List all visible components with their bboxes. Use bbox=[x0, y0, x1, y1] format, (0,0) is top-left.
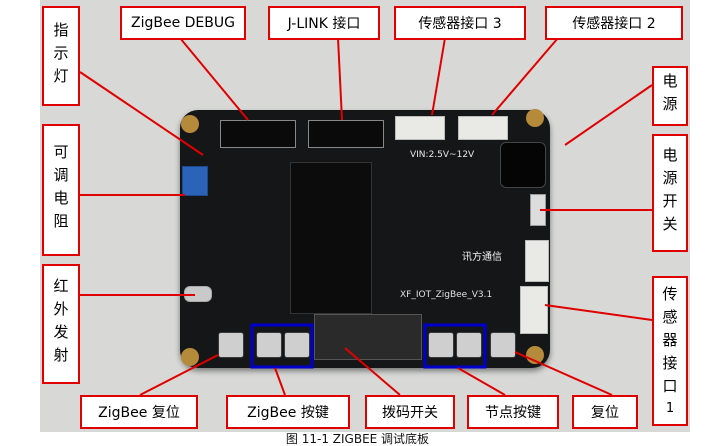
line-dip bbox=[344, 347, 401, 396]
dip-switch-bank bbox=[314, 314, 422, 360]
line-zigbee-debug bbox=[179, 37, 249, 121]
label-sensor3: 传感器接口 3 bbox=[394, 6, 526, 40]
line-sensor3 bbox=[431, 37, 446, 116]
node-key-2 bbox=[456, 332, 482, 358]
screw-bottom-left bbox=[181, 348, 199, 366]
jlink-header bbox=[308, 120, 384, 148]
label-ir: 红外发射 bbox=[42, 264, 80, 384]
label-dip: 拨码开关 bbox=[365, 395, 455, 429]
zigbee-key-2 bbox=[284, 332, 310, 358]
node-keys-highlight bbox=[423, 323, 487, 369]
label-indicator: 指示灯 bbox=[42, 6, 80, 106]
sensor2-connector bbox=[458, 116, 508, 140]
potentiometer bbox=[182, 166, 208, 196]
node-key-1 bbox=[428, 332, 454, 358]
vin-label: VIN:2.5V~12V bbox=[410, 150, 475, 160]
label-zigbee-debug: ZigBee DEBUG bbox=[120, 6, 246, 40]
label-sensor1: 传感器接口 1 bbox=[652, 276, 688, 426]
line-reset bbox=[514, 351, 613, 396]
label-zigbee-keys: ZigBee 按键 bbox=[226, 395, 350, 429]
zigbee-key-1 bbox=[256, 332, 282, 358]
line-sensor1 bbox=[544, 304, 653, 321]
screw-top-left bbox=[181, 115, 199, 133]
line-zigbee-keys bbox=[274, 367, 286, 396]
line-jlink bbox=[337, 37, 343, 121]
label-pot: 可调电阻 bbox=[42, 124, 80, 256]
power-jack bbox=[500, 142, 546, 188]
sensor1-connector bbox=[520, 286, 548, 334]
label-reset: 复位 bbox=[572, 395, 638, 429]
socket-grid bbox=[290, 162, 372, 314]
label-power-switch: 电源开关 bbox=[652, 134, 688, 252]
zigbee-keys-highlight bbox=[250, 323, 314, 369]
label-sensor2: 传感器接口 2 bbox=[545, 6, 683, 40]
reset-button bbox=[490, 332, 516, 358]
zigbee-reset-button bbox=[218, 332, 244, 358]
line-node-keys bbox=[457, 367, 506, 396]
sensor3-connector bbox=[395, 116, 445, 140]
line-sensor2 bbox=[491, 37, 559, 116]
line-indicator bbox=[79, 71, 204, 156]
label-node-keys: 节点按键 bbox=[467, 395, 559, 429]
label-power: 电源 bbox=[652, 66, 688, 126]
brand-text: 讯方通信 bbox=[462, 252, 502, 263]
label-sensor1-number: 1 bbox=[665, 401, 675, 416]
side-connector bbox=[525, 240, 549, 282]
label-zigbee-reset: ZigBee 复位 bbox=[80, 395, 198, 429]
screw-top-right bbox=[526, 109, 544, 127]
line-zigbee-reset bbox=[139, 354, 219, 396]
label-jlink: J-LINK 接口 bbox=[268, 6, 380, 40]
line-power bbox=[564, 84, 653, 146]
figure-caption: 图 11-1 ZIGBEE 调试底板 bbox=[285, 432, 430, 446]
zigbee-debug-header bbox=[220, 120, 296, 148]
pcb-board: VIN:2.5V~12V 讯方通信 XF_IOT_ZigBee_V3.1 bbox=[180, 110, 550, 368]
model-text: XF_IOT_ZigBee_V3.1 bbox=[400, 290, 493, 300]
